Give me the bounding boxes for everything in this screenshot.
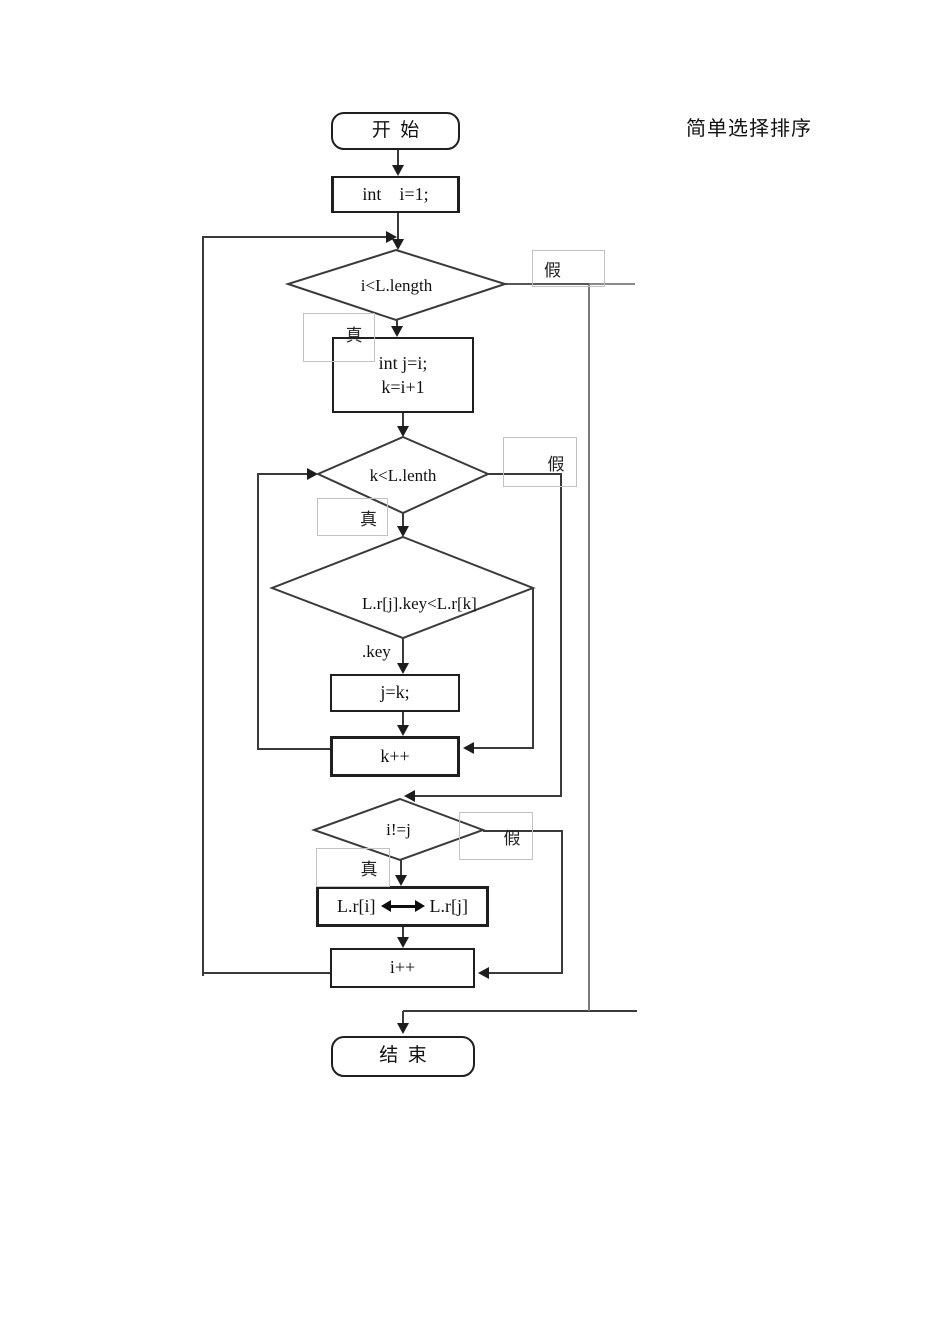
swap-left-label: L.r[i] xyxy=(337,895,376,916)
arrowhead xyxy=(397,937,409,948)
init-jk-line1: int j=i; xyxy=(378,353,428,373)
outer-cond-diamond xyxy=(284,248,509,322)
page-title: 简单选择排序 xyxy=(686,118,812,140)
edge-swapcond-false xyxy=(483,830,563,974)
branch-true-label-inner: 真 xyxy=(317,498,388,536)
inner-cond-label: k<L.lenth xyxy=(369,466,437,485)
init-jk-process: int j=i; k=i+1 xyxy=(332,337,474,413)
branch-false-label-swap: 假 xyxy=(459,812,533,860)
inc-k-label: k++ xyxy=(380,745,410,766)
swap-cond-label: i!=j xyxy=(386,820,411,839)
swap-cond-diamond xyxy=(311,797,486,862)
arrowhead xyxy=(391,326,403,337)
start-label: 开 始 xyxy=(371,119,420,141)
branch-false-label-inner: 假 xyxy=(503,437,577,487)
branch-true-label-swap: 真 xyxy=(316,848,390,887)
arrowhead xyxy=(397,725,409,736)
inc-i-process: i++ xyxy=(330,948,475,988)
branch-false-label-outer: 假 xyxy=(532,250,605,287)
compare-cond-label: L.r[j].key<L.r[k] .key xyxy=(345,568,535,688)
arrowhead xyxy=(386,231,397,243)
start-terminal: 开 始 xyxy=(331,112,460,150)
set-j-label: j=k; xyxy=(380,682,410,703)
inner-cond-diamond xyxy=(315,435,491,515)
init-i-label: int i=1; xyxy=(362,183,429,204)
set-j-process: j=k; xyxy=(330,674,460,712)
arrowhead xyxy=(397,526,409,537)
end-label: 结 束 xyxy=(379,1045,427,1067)
arrowhead xyxy=(395,875,407,886)
swap-right-label: L.r[j] xyxy=(429,895,468,916)
outer-cond-label: i<L.length xyxy=(360,276,433,295)
init-i-process: int i=1; xyxy=(331,176,460,213)
arrowhead xyxy=(392,165,404,176)
arrowhead xyxy=(397,426,409,437)
edge-inner-false xyxy=(414,473,562,797)
arrowhead xyxy=(478,967,489,979)
inc-i-label: i++ xyxy=(389,957,416,978)
arrowhead xyxy=(397,1023,409,1034)
compare-cond-diamond xyxy=(269,535,536,640)
end-terminal: 结 束 xyxy=(331,1036,475,1077)
edge-inner-loopback xyxy=(257,473,330,750)
arrowhead xyxy=(404,790,415,802)
arrowhead xyxy=(307,468,318,480)
swap-process: L.r[i] L.r[j] xyxy=(316,886,489,927)
branch-true-label-outer: 真 xyxy=(303,313,375,362)
init-jk-line2: k=i+1 xyxy=(381,377,425,397)
swap-arrow-icon xyxy=(380,900,425,912)
arrowhead xyxy=(392,239,404,250)
edge-compare-false xyxy=(473,588,534,749)
arrowhead xyxy=(397,663,409,674)
inc-k-process: k++ xyxy=(330,736,460,777)
compare-cond-line1: L.r[j].key<L.r[k] xyxy=(362,594,477,613)
arrowhead xyxy=(463,742,474,754)
compare-cond-line2: .key xyxy=(362,642,391,661)
